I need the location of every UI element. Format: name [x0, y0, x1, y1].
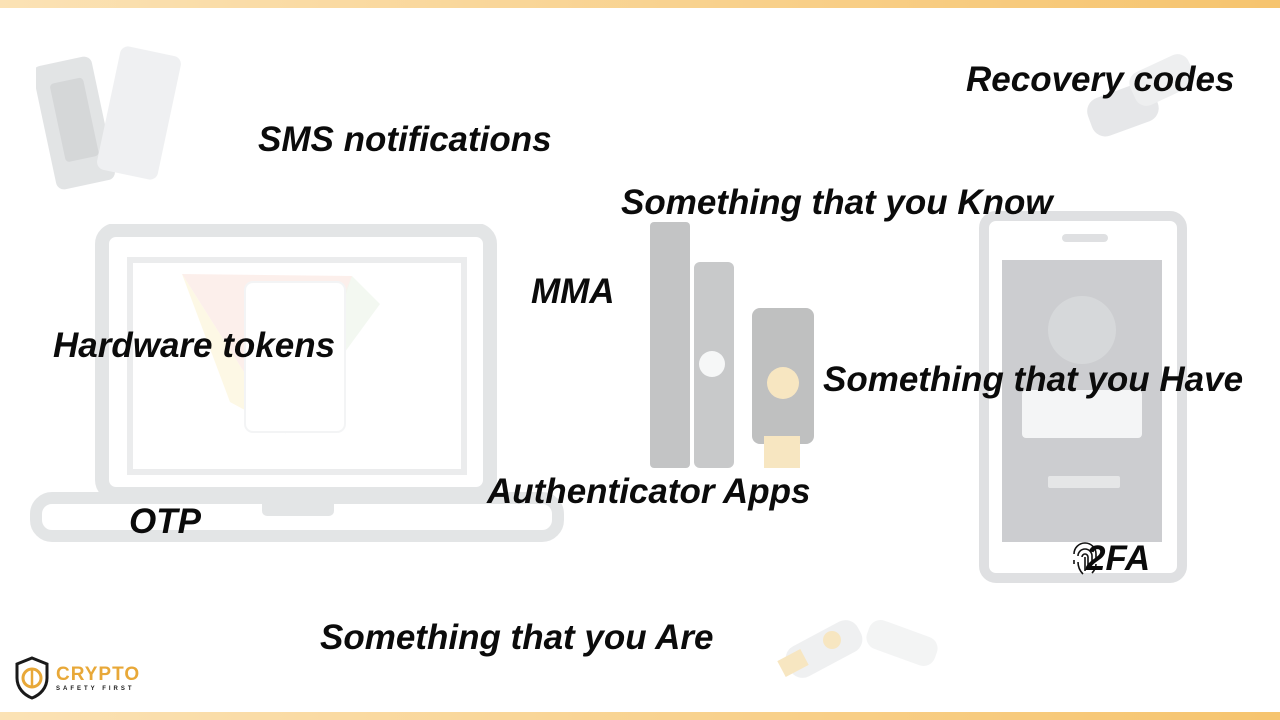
term-something-you-have: Something that you Have — [823, 360, 1244, 399]
logo-title: CRYPTO — [56, 663, 141, 685]
hardware-tokens-image — [640, 218, 820, 476]
term-something-you-are: Something that you Are — [320, 618, 714, 657]
laptop-image — [30, 224, 565, 544]
term-something-you-know: Something that you Know — [621, 183, 1053, 222]
crypto-safety-first-logo: CRYPTO SAFETY FIRST — [14, 656, 140, 700]
shield-icon — [15, 656, 49, 700]
term-recovery-codes: Recovery codes — [966, 60, 1235, 99]
top-accent-bar — [0, 0, 1280, 8]
term-authenticator-apps: Authenticator Apps — [487, 472, 811, 511]
term-sms-notifications: SMS notifications — [258, 120, 552, 159]
security-keys-image — [776, 598, 946, 696]
hardware-wallet-cards-image — [36, 46, 191, 191]
bottom-accent-bar — [0, 712, 1280, 720]
term-otp: OTP — [129, 502, 201, 541]
term-2fa: 2FA — [1086, 539, 1151, 578]
term-mma: MMA — [531, 272, 615, 311]
logo-subtitle: SAFETY FIRST — [56, 685, 135, 692]
recovery-keys-image — [1082, 42, 1202, 142]
smartphone-image — [978, 210, 1188, 585]
term-hardware-tokens: Hardware tokens — [53, 326, 336, 365]
fingerprint-icon — [1070, 540, 1100, 576]
